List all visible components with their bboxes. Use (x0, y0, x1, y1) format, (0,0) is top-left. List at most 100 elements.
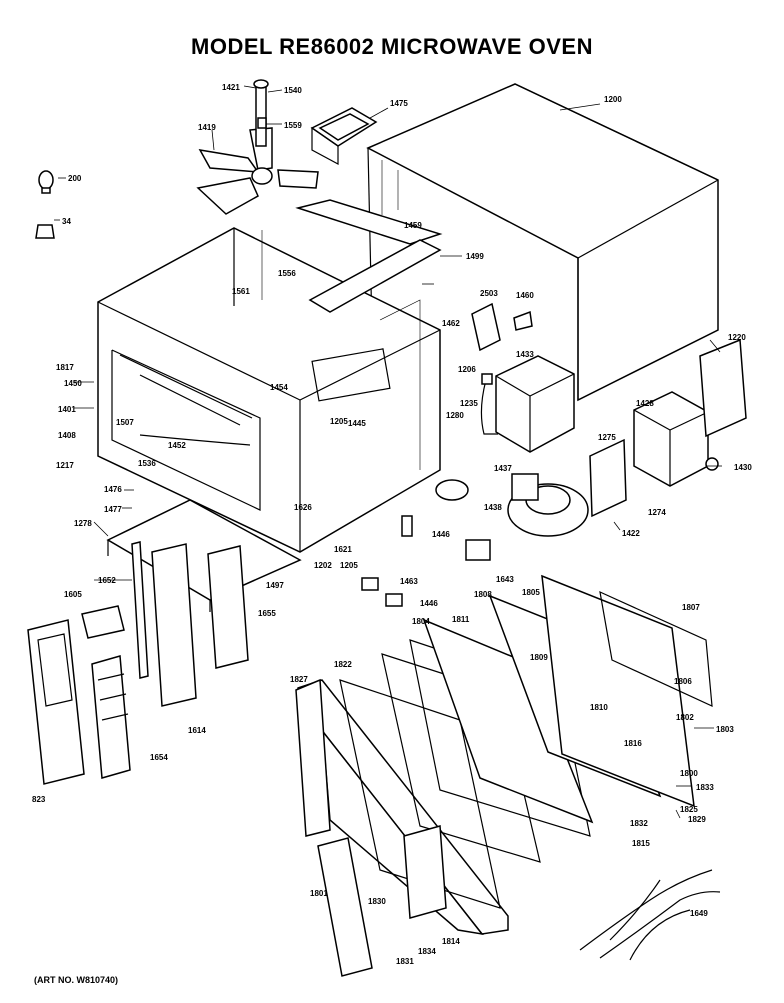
part-label: 1804 (412, 617, 430, 626)
part-label: 1452 (168, 441, 186, 450)
part-label: 1809 (530, 653, 548, 662)
part-label: 1217 (56, 461, 74, 470)
art-number: (ART NO. W810740) (34, 975, 119, 985)
part-label: 1654 (150, 753, 168, 762)
leader-lines (54, 85, 722, 819)
part-label: 1815 (632, 839, 650, 848)
part-label: 1652 (98, 576, 116, 585)
part-label: 1536 (138, 459, 156, 468)
part-label: 1559 (284, 121, 302, 130)
part-label: 1833 (696, 783, 714, 792)
part-label: 200 (68, 174, 82, 183)
part-label: 1422 (622, 529, 640, 538)
part-label: 1811 (452, 615, 470, 624)
part-label: 1814 (442, 937, 460, 946)
part-label: 1831 (396, 957, 414, 966)
air-duct (310, 107, 378, 166)
part-label: 1408 (58, 431, 76, 440)
part-label: 1801 (310, 889, 328, 898)
part-label: 1205 (340, 561, 358, 570)
part-label: 1805 (522, 588, 540, 597)
part-label: 1437 (494, 464, 512, 473)
part-label: 1800 (680, 769, 698, 778)
part-label: 1561 (232, 287, 250, 296)
part-label: 1830 (368, 897, 386, 906)
oven-cavity (97, 199, 443, 553)
part-label: 34 (62, 217, 71, 226)
part-label: 1463 (400, 577, 418, 586)
part-label: 1235 (460, 399, 478, 408)
part-label: 823 (32, 795, 46, 804)
lamp-bulb (38, 170, 54, 194)
part-label: 1507 (116, 418, 134, 427)
board-1614 (151, 543, 197, 707)
part-label: 1810 (590, 703, 608, 712)
nut (35, 224, 55, 239)
part-label: 1626 (294, 503, 312, 512)
part-label: 1450 (64, 379, 82, 388)
part-label: 2503 (480, 289, 498, 298)
part-label: 1806 (674, 677, 692, 686)
part-label: 1540 (284, 86, 302, 95)
diode-1643 (465, 539, 491, 561)
power-cord (480, 373, 498, 435)
window-1605 (81, 605, 125, 639)
part-label: 1445 (348, 419, 366, 428)
part-label: 1446 (420, 599, 438, 608)
filter-1275 (589, 438, 627, 518)
part-label: 1499 (466, 252, 484, 261)
part-label: 1816 (624, 739, 642, 748)
part-label: 1433 (516, 350, 534, 359)
part-label: 1476 (104, 485, 122, 494)
part-label: 1834 (418, 947, 436, 956)
part-label: 1822 (334, 660, 352, 669)
diagram-title: MODEL RE86002 MICROWAVE OVEN (191, 34, 593, 59)
part-label: 1497 (266, 581, 284, 590)
part-label: 1817 (56, 363, 74, 372)
transformer (495, 355, 575, 453)
part-label: 1827 (290, 675, 308, 684)
fan-assembly (196, 79, 319, 215)
door-trim-1801 (317, 837, 373, 977)
part-label: 1605 (64, 590, 82, 599)
cover-plate (699, 338, 747, 438)
part-label: 1825 (680, 805, 698, 814)
door-glass-layers (339, 574, 713, 909)
part-label: 1807 (682, 603, 700, 612)
part-label: 1614 (188, 726, 206, 735)
part-label: 1459 (404, 221, 422, 230)
wire-harness-1649 (579, 869, 721, 961)
capacitor (435, 479, 469, 501)
part-label: 1462 (442, 319, 460, 328)
part-label: 1621 (334, 545, 352, 554)
clip-1460 (513, 310, 533, 331)
part-label: 1446 (432, 530, 450, 539)
part-label: 1477 (104, 505, 122, 514)
part-label: 1643 (496, 575, 514, 584)
part-label: 1205 (330, 417, 348, 426)
part-label: 1220 (728, 333, 746, 342)
part-label: 1475 (390, 99, 408, 108)
part-label: 1802 (676, 713, 694, 722)
part-label: 1454 (270, 383, 288, 392)
keypad-1654 (91, 655, 131, 779)
part-label: 1278 (74, 519, 92, 528)
part-label: 1274 (648, 508, 666, 517)
part-label: 1421 (222, 83, 240, 92)
part-label: 1829 (688, 815, 706, 824)
part-label: 1401 (58, 405, 76, 414)
part-label: 1430 (734, 463, 752, 472)
part-label: 1808 (474, 590, 492, 599)
strip-1652 (131, 541, 149, 679)
part-label: 1206 (458, 365, 476, 374)
part-label: 1202 (314, 561, 332, 570)
part-label: 1649 (690, 909, 708, 918)
door-hinge-1830 (403, 825, 447, 919)
part-label: 1438 (484, 503, 502, 512)
part-label: 1556 (278, 269, 296, 278)
switches (361, 515, 413, 607)
outer-cabinet (366, 83, 719, 402)
